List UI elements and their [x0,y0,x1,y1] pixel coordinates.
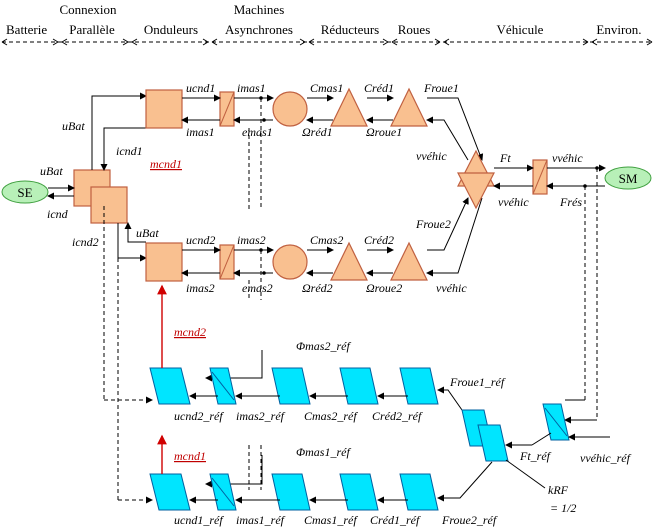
label-imas2-ref: imas2_réf [236,409,286,423]
header-row: Batterie Connexion Parallèle Onduleurs M… [1,2,653,46]
label-vvehic-c: vvéhic [498,195,529,209]
control-chain-2 [149,284,463,411]
header-batterie: Batterie [6,22,47,37]
header-vehicule: Véhicule [497,22,544,37]
chain2-arrows [181,197,483,277]
label-ucnd2: ucnd2 [186,233,215,247]
label-ubat-left: uBat [40,164,63,178]
reducer-1 [330,87,368,127]
header-environ: Environ. [596,22,641,37]
inductor-2 [219,244,235,280]
label-cred2-ref: Créd2_réf [372,409,423,423]
label-ucnd1: ucnd1 [186,81,215,95]
inverter-1 [145,89,183,129]
label-cred2: Créd2 [364,233,394,247]
machine-1 [272,91,308,127]
label-vvehic-d: vvéhic [436,281,467,295]
label-omega-red1: Ωréd1 [302,125,333,139]
chain1-arrows [181,94,484,161]
wheel-1 [390,87,428,127]
se-label: SE [17,185,32,200]
label-emas2: emas2 [242,281,273,295]
label-vvehic-ref: vvéhic_réf [580,451,632,465]
inductor-1 [219,91,235,127]
label-emas1: emas1 [242,125,273,139]
krf-pointer [505,459,546,489]
label-cmas1: Cmas1 [310,81,343,95]
label-cmas2: Cmas2 [310,233,343,247]
battery-links [47,92,147,262]
label-mcnd1: mcnd1 [150,157,182,171]
reducer-2 [330,241,368,281]
label-ucnd2-ref: ucnd2_réf [174,409,224,423]
label-krf-value: = 1/2 [550,501,576,515]
label-omega-roue2: Ωroue2 [366,281,402,295]
sm-source: SM [604,166,652,190]
label-cmas2-ref: Cmas2_réf [304,409,358,423]
label-omega-red2: Ωréd2 [302,281,333,295]
label-imas1-bot: imas1 [186,125,215,139]
label-cred1-ref: Créd1_réf [370,513,421,527]
label-ubat-top: uBat [62,119,85,133]
label-phi1: Φmas1_réf [296,445,351,459]
control-chain-1 [149,434,493,511]
distribution-block [461,409,532,462]
label-vvehic-b: vvéhic [552,151,583,165]
header-reducteurs: Réducteurs [321,22,379,37]
label-froue1: Froue1 [423,81,459,95]
header-machines-line1: Machines [234,2,285,17]
header-connexion-line1: Connexion [59,2,117,17]
header-roues: Roues [398,22,431,37]
label-froue1-ref: Froue1_réf [449,375,506,389]
vehicle-coupling [457,149,495,210]
label-krf: kRF [548,483,569,497]
label-imas2-bot: imas2 [186,281,215,295]
label-ucnd1-ref: ucnd1_réf [174,513,224,527]
header-onduleurs: Onduleurs [144,22,198,37]
header-connexion-line2: Parallèle [69,22,115,37]
label-phi2: Φmas2_réf [296,339,351,353]
wheel-2 [390,241,428,281]
label-ft-ref: Ft_réf [519,449,552,463]
vehicle-arrows [493,164,606,190]
label-icnd2: icnd2 [72,235,99,249]
label-imas1-ref: imas1_réf [236,513,286,527]
header-machines-line2: Asynchrones [225,22,293,37]
label-mcnd2-ref: mcnd2 [174,325,206,339]
vehicle-control-block [531,403,610,446]
header-dashed-separators [1,38,653,46]
label-cred1: Créd1 [364,81,394,95]
vehicle-inertia [532,159,548,195]
inverter-2 [145,242,183,282]
label-froue2: Froue2 [415,217,451,231]
label-froue2-ref: Froue2_réf [441,513,498,527]
label-vvehic-a: vvéhic [416,149,447,163]
label-icnd: icnd [47,207,69,221]
sm-label: SM [619,171,638,186]
label-omega-roue1: Ωroue1 [366,125,402,139]
dashed-measurement-lines [103,98,598,504]
label-ft: Ft [499,151,511,165]
se-source: SE [1,180,49,204]
parallel-connection [73,169,128,224]
label-fres: Frés [559,195,582,209]
label-cmas1-ref: Cmas1_réf [304,513,358,527]
label-imas1-top: imas1 [237,81,266,95]
label-imas2-top: imas2 [237,233,266,247]
labels: uBat icnd1 uBat icnd icnd2 uBat ucnd1 im… [40,81,632,527]
label-icnd1: icnd1 [116,144,143,158]
machine-2 [272,244,308,280]
label-ubat-mid: uBat [136,226,159,240]
label-mcnd1-ref: mcnd1 [174,449,206,463]
